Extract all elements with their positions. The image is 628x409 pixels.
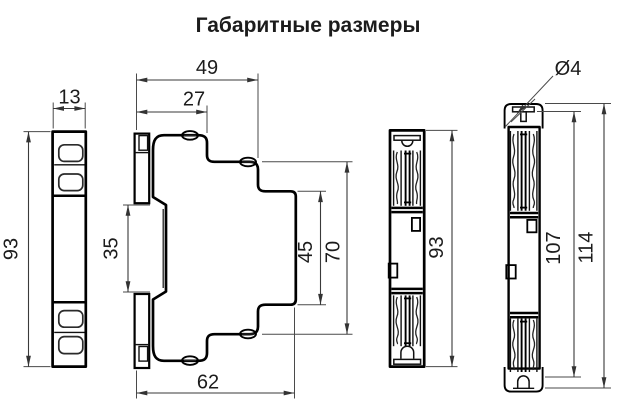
dim-height-93-front: 93 [426,129,458,368]
view-side-covers: Ø4 107 114 [503,58,611,393]
din-clip-arch-top [401,140,414,147]
device-body-outline [51,130,88,368]
device-front-outline [388,129,426,368]
dim-label-din-recess: 35 [101,237,123,259]
page-title: Габаритные размеры [196,14,421,37]
side-latch-left [387,262,399,279]
din-clip-bar-bottom [393,358,422,365]
terminal-zone-bottom [509,318,538,372]
callout-hole-diameter: Ø4 [504,58,582,128]
dim-din-recess-35: 35 [101,204,150,293]
terminal-zone-top [392,150,422,206]
mount-hole-stem [520,111,527,123]
clip-arch-bottom [516,375,530,388]
dim-label-height: 93 [1,238,23,260]
dim-mid-body-70: 70 [262,161,353,335]
terminal-cover-top [503,103,544,129]
terminal-slot [57,309,84,329]
dim-label-front-height: 93 [426,236,448,258]
dim-overall-width-49: 49 [136,57,259,158]
view-front-narrow: 13 93 [1,87,88,368]
dim-width-13: 13 [52,87,86,129]
terminal-slot [57,143,84,163]
dim-label-base-width: 62 [197,372,219,394]
dim-label-front-face: 45 [295,241,317,263]
dim-label-inner-height: 107 [543,231,565,264]
dim-overall-height-114: 114 [545,103,611,389]
din-clip-bar-top [393,134,421,141]
case-profile-outline [151,133,298,363]
terminal-slot [57,173,84,192]
screw-heads [181,130,257,366]
dim-label-width: 13 [58,87,80,109]
dim-upper-step-27: 27 [136,89,208,133]
terminal-screw-top [138,134,149,151]
dim-base-width-62: 62 [136,307,295,399]
terminal-block-top [133,132,151,205]
din-clip-arch-bottom [400,345,415,359]
dim-height-93: 93 [1,131,51,368]
terminal-zone-bottom [392,295,422,347]
side-latch-right [410,216,421,232]
side-latch-left [505,264,517,280]
terminal-slot [57,335,84,355]
leader-arrowhead [517,104,526,114]
dim-label-hole-diameter: Ø4 [555,58,582,80]
side-latch-right [526,218,538,234]
dim-label-overall-height: 114 [576,232,598,264]
dim-label-overall-width: 49 [196,57,218,79]
dim-label-mid-body: 70 [323,241,345,263]
view-front: 93 [387,129,458,368]
terminal-zone-top [509,131,538,211]
dim-inner-height-107: 107 [537,111,581,378]
terminal-cover-bottom [503,367,544,393]
dim-front-face-45: 45 [295,190,326,306]
dim-label-upper-step: 27 [183,89,205,111]
terminal-block-bottom [133,292,151,370]
terminal-screw-bottom [138,345,149,362]
view-side-profile: 49 27 35 45 70 62 [101,57,353,399]
